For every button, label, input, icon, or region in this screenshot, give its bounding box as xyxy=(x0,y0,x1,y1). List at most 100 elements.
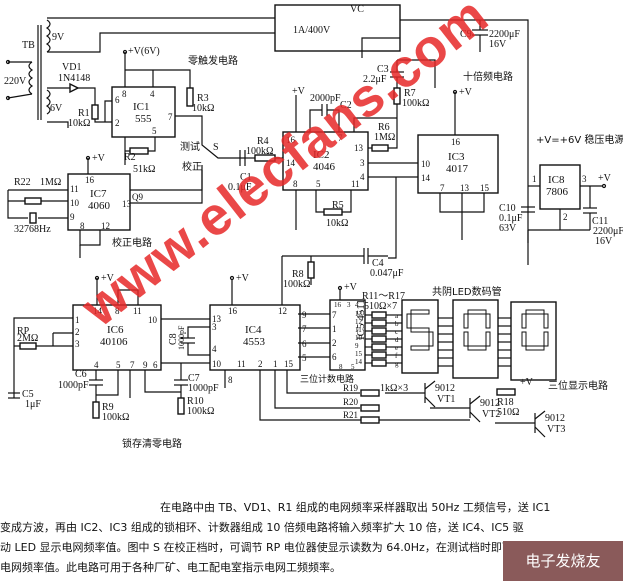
wire xyxy=(5,95,11,101)
wire xyxy=(7,190,28,219)
wire xyxy=(13,317,73,398)
label: 1000pF xyxy=(177,325,186,350)
label: 2 xyxy=(75,327,80,337)
led-segment xyxy=(525,309,545,315)
led-segment xyxy=(543,331,549,347)
label: 4046 xyxy=(313,161,336,173)
wire xyxy=(361,37,400,58)
resistor-r21 xyxy=(360,416,380,424)
resistor-segment xyxy=(371,327,387,335)
ic7-4060 xyxy=(67,173,131,231)
label: IC4 xyxy=(245,324,262,336)
label: 11 xyxy=(237,359,246,369)
segment-resistors xyxy=(365,311,511,367)
label: 2.2μF xyxy=(363,74,387,85)
label: Q9 xyxy=(132,192,143,202)
wire xyxy=(452,89,458,95)
label: 510Ω xyxy=(497,407,519,418)
wire xyxy=(125,69,191,88)
label: 2 xyxy=(563,212,568,222)
segment-letter: g xyxy=(395,360,399,368)
wire xyxy=(69,82,80,94)
wire xyxy=(187,343,210,356)
label: 1 xyxy=(532,174,537,184)
label: VD1 xyxy=(62,62,81,73)
label: 14 xyxy=(93,306,103,316)
label: 1kΩ×3 xyxy=(380,383,408,394)
ic6-40106 xyxy=(72,304,162,371)
label: 5 xyxy=(316,179,321,189)
label: 1000pF xyxy=(188,383,219,394)
label: R3 xyxy=(197,93,209,104)
resistor-r10 xyxy=(177,397,185,415)
description-line: 动 LED 显示电网频率值。图中 S 在校正档时，可调节 RP 电位器使显示读数… xyxy=(0,541,535,554)
label: 100kΩ xyxy=(283,279,310,290)
label: 0.1μF xyxy=(228,182,252,193)
label: R20 xyxy=(343,397,359,407)
segment-letter: a xyxy=(395,312,399,320)
label: 16 xyxy=(451,137,461,147)
label: 12 xyxy=(278,306,287,316)
label: VT3 xyxy=(547,424,565,435)
wire xyxy=(229,275,235,281)
label: 5 xyxy=(116,360,121,370)
label: 0.047μF xyxy=(370,268,404,279)
label: 8 xyxy=(339,363,343,371)
resistor-r5 xyxy=(323,208,343,216)
description-line: 变成方波，再由 IC2、IC3 组成的锁相环、计数器组成 10 倍频电路将输入频… xyxy=(0,521,524,534)
wire xyxy=(534,426,546,438)
label: 7 xyxy=(332,310,337,320)
section-regulator: +V=+6V 稳压电源 xyxy=(536,133,623,146)
label: C1 xyxy=(240,172,252,183)
label: 12 xyxy=(355,318,363,326)
label: 1000pF xyxy=(58,380,89,391)
label: 12 xyxy=(101,221,110,231)
wire xyxy=(175,115,245,159)
resistor-r3 xyxy=(186,87,194,107)
wire xyxy=(79,230,101,246)
label: IC3 xyxy=(448,151,465,163)
label: 16 xyxy=(228,306,238,316)
label: 7 xyxy=(302,324,307,334)
wire xyxy=(534,410,546,420)
label: C6 xyxy=(75,369,87,380)
label: 10kΩ xyxy=(326,218,348,229)
label: 8 xyxy=(115,306,120,316)
wire xyxy=(327,109,340,132)
resistor-segment xyxy=(371,335,387,343)
wire xyxy=(94,119,112,123)
section-counter: 三位计数电路 xyxy=(300,373,354,385)
label: 9012 xyxy=(480,398,500,409)
label: 2 xyxy=(332,338,337,348)
label: 1 xyxy=(273,359,278,369)
label: 9 xyxy=(70,212,75,222)
wire xyxy=(388,104,398,149)
ic5-4511 xyxy=(329,299,366,371)
label: C2 xyxy=(340,100,352,111)
label: IC2 xyxy=(313,149,330,161)
label: 8 xyxy=(228,375,233,385)
label: 51kΩ xyxy=(133,164,155,175)
wire xyxy=(424,380,436,390)
switch-test-label: 测试 xyxy=(180,140,200,153)
segment-letter: e xyxy=(395,344,398,352)
ic1-supply: +V(6V) xyxy=(128,46,160,57)
ic1-555 xyxy=(111,86,176,138)
wire xyxy=(469,411,481,423)
wire xyxy=(187,326,210,338)
wire xyxy=(406,309,549,351)
label: C4 xyxy=(372,258,384,269)
led-segment xyxy=(543,313,549,329)
resistor-r22 xyxy=(24,197,42,205)
led-display-label: 共阴LED数码管 xyxy=(432,285,502,298)
label: 13 xyxy=(355,310,363,318)
wire xyxy=(104,100,112,122)
label: 13 xyxy=(460,183,470,193)
label: 14 xyxy=(286,158,296,168)
label: 510Ω×7 xyxy=(364,301,397,312)
wire xyxy=(601,183,607,189)
switch-s-label: S xyxy=(213,142,219,153)
wire xyxy=(259,370,470,421)
